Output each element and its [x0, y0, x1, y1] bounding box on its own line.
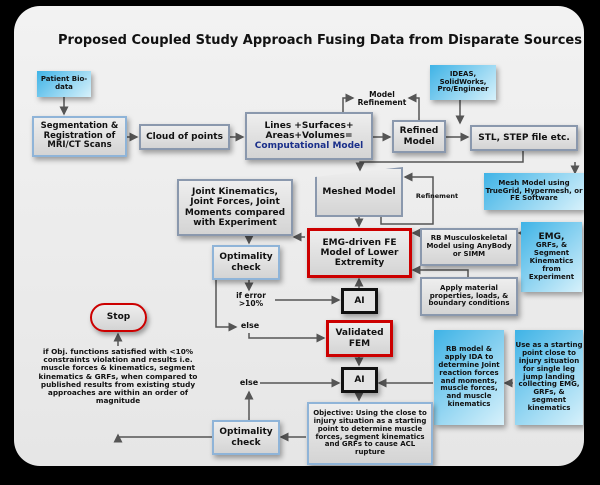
emg-driven-fe-model-node: EMG-driven FE Model of Lower Extremity [307, 228, 412, 278]
refinement-label: Refinement [415, 192, 459, 200]
ai-node-1: AI [341, 288, 378, 314]
rb-ida-node: RB model & apply IDA to determine Joint … [434, 330, 504, 425]
diagram-title: Proposed Coupled Study Approach Fusing D… [58, 33, 582, 48]
computational-model-text: Lines +Surfaces+ Areas+Volumes= [264, 120, 354, 141]
computational-model-label: Computational Model [254, 141, 364, 152]
objective-node: Objective: Using the close to injury sit… [307, 402, 433, 465]
stl-step-node: STL, STEP file etc. [470, 125, 578, 151]
emg-experiment-node: EMG, GRFs, & Segment Kinematics from Exp… [521, 222, 582, 292]
else-label-1: else [240, 321, 260, 330]
validated-fem-node: Validated FEM [326, 320, 393, 357]
cloud-of-points-node: Cloud of points [139, 124, 230, 150]
if-error-label: if error >10% [236, 291, 266, 309]
stop-condition-text: if Obj. functions satisfied with <10% co… [38, 347, 198, 406]
computational-model-node: Lines +Surfaces+ Areas+Volumes= Computat… [245, 112, 373, 160]
apply-material-node: Apply material properties, loads, & boun… [420, 277, 518, 316]
patient-biodata-node: Patient Bio-data [37, 71, 91, 97]
rb-musculoskeletal-node: RB Musculoskeletal Model using AnyBody o… [420, 228, 518, 266]
optimality-check-node-1: Optimality check [212, 245, 280, 280]
optimality-check-node-2: Optimality check [212, 420, 280, 455]
segmentation-node: Segmentation & Registration of MRI/CT Sc… [32, 116, 127, 157]
joint-kinematics-node: Joint Kinematics, Joint Forces, Joint Mo… [177, 179, 293, 236]
stop-node: Stop [90, 303, 147, 332]
else-label-2: else [239, 378, 259, 387]
mesh-software-node: Mesh Model using TrueGrid, Hypermesh, or… [484, 173, 584, 210]
emg-experiment-text: GRFs, & Segment Kinematics from Experime… [528, 241, 575, 281]
refined-model-node: Refined Model [392, 120, 446, 153]
cad-software-node: IDEAS, SolidWorks, Pro/Engineer [430, 65, 496, 100]
ai-node-2: AI [341, 367, 378, 393]
starting-point-node: Use as a starting point close to injury … [515, 330, 583, 425]
emg-experiment-title: EMG, [538, 232, 565, 243]
model-refinement-label: Model Refinement [357, 90, 407, 108]
